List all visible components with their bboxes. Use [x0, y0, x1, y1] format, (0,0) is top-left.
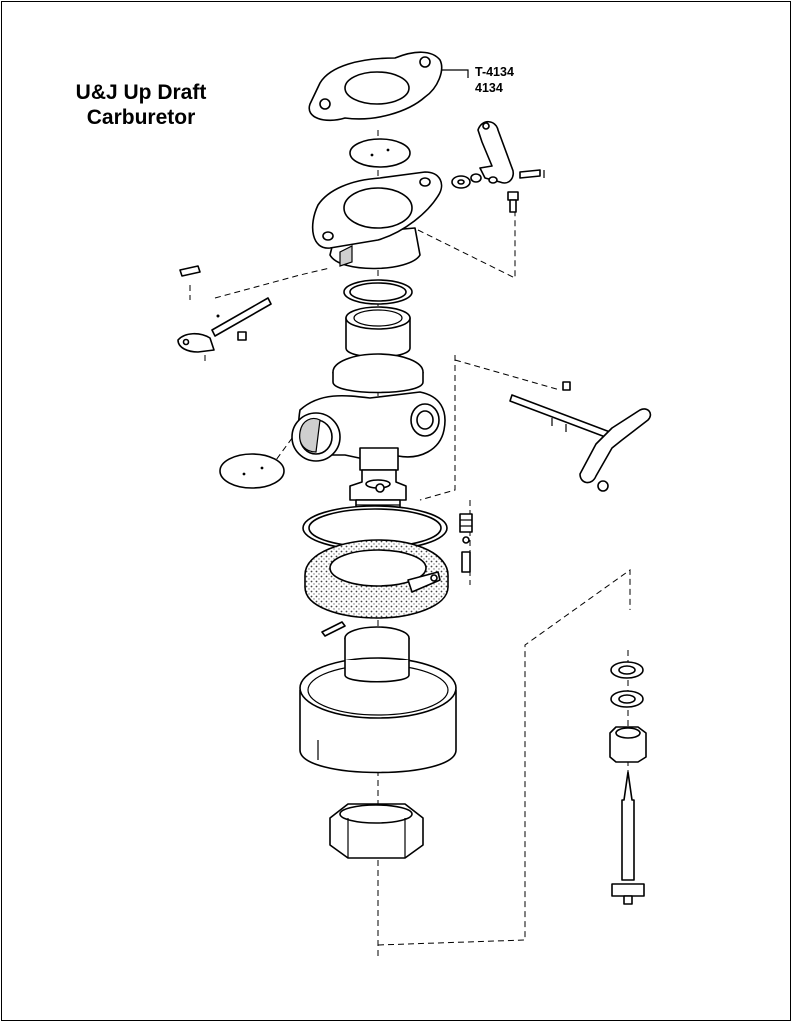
- bowl-nut: [329, 803, 424, 859]
- choke-shaft-assembly: [177, 265, 272, 353]
- title-line-2: Carburetor: [86, 106, 196, 129]
- needle-valve-seat: [459, 513, 473, 573]
- float-pin: [321, 621, 346, 637]
- upper-throttle-body: [311, 171, 443, 270]
- seal-ring: [343, 279, 413, 305]
- throttle-lever-assembly: [451, 120, 545, 213]
- bowl-gasket: [302, 505, 448, 551]
- throttle-plate: [349, 138, 411, 168]
- part-number-1: T-4134: [475, 65, 514, 79]
- carburetor-body: [291, 353, 446, 471]
- part-number-2: 4134: [475, 81, 503, 95]
- part-number-callout: T-4134 4134: [475, 64, 514, 96]
- throttle-shaft-assembly: [509, 381, 652, 492]
- diagram-title: U&J Up Draft Carburetor: [50, 80, 232, 130]
- adjusting-needle-assembly: [609, 661, 647, 905]
- float: [304, 539, 449, 619]
- fuel-bowl: [299, 626, 457, 774]
- flange-gasket: [308, 51, 443, 122]
- title-line-1: U&J Up Draft: [75, 81, 207, 104]
- choke-plate: [219, 453, 285, 489]
- venturi-sleeve: [345, 306, 411, 358]
